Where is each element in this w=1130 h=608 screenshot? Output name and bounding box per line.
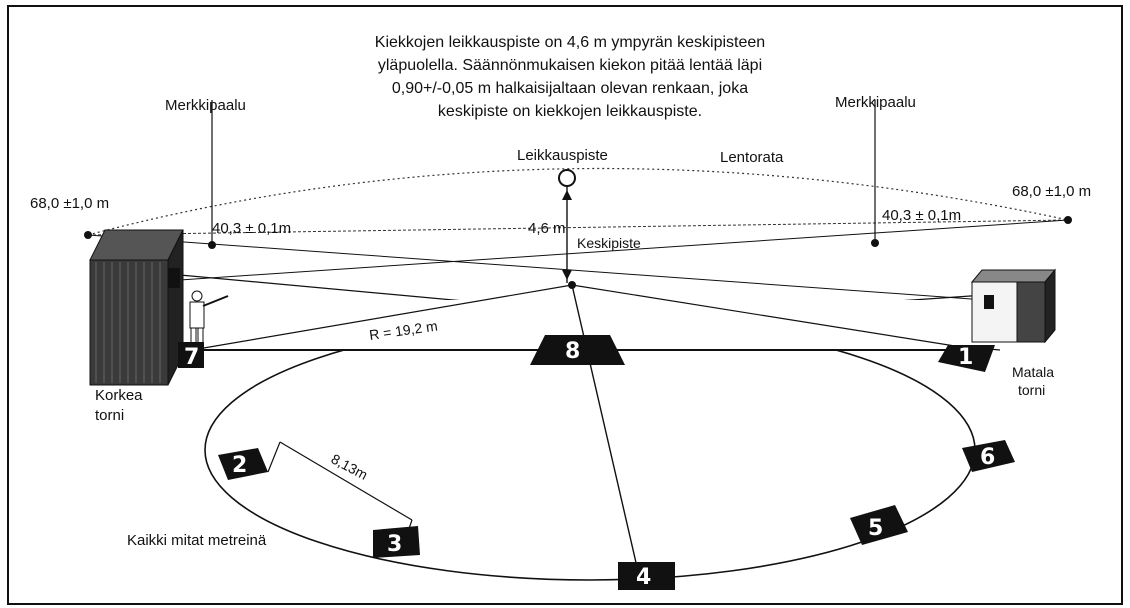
station-3-label: 3 [387,532,402,557]
station-2-label: 2 [232,453,247,478]
station-5-label: 5 [868,516,883,541]
station-pad-4: 4 [618,562,675,590]
distance-endpoint-right [1064,216,1072,224]
marker-post-right [871,239,879,247]
flight-line-right [87,234,986,301]
chord-2-3 [267,441,413,541]
label-high-tower-2: torni [95,407,124,424]
station-6-label: 6 [980,445,995,470]
distance-endpoint-left [84,231,92,239]
height-arrow-top [562,190,572,200]
label-flight-path: Lentorata [720,149,784,166]
station-8-label: 8 [565,339,580,364]
flight-line-left [179,219,1069,281]
flight-path-arc [87,167,1069,236]
label-stake-right: 40,3 ± 0,1m [882,207,961,224]
high-tower [89,229,184,386]
crossing-point-ring [558,169,576,187]
description-line-3: 0,90+/-0,05 m halkaisijaltaan olevan ren… [392,80,748,97]
distance-baseline [87,219,1069,236]
label-crossing-point: Leikkauspiste [517,147,608,164]
station-7-label: 7 [184,345,199,370]
label-distance-left: 68,0 ±1,0 m [30,195,109,212]
label-height: 4,6 m [528,220,566,237]
station-pad-7: 7 [178,342,204,370]
label-chord: 8,13m [329,451,371,483]
radius-line-left [191,284,573,351]
description-line-4: keskipiste on kiekkojen leikkauspiste. [438,103,702,120]
label-marker-post-left: Merkkipaalu [165,97,246,114]
center-line-to-4 [571,284,641,581]
station-pad-5: 5 [850,505,908,545]
label-center-point: Keskipiste [577,235,641,251]
label-distance-right: 68,0 ±1,0 m [1012,183,1091,200]
radius-line-right [571,284,981,351]
description-line-2: yläpuolella. Säännönmukaisen kiekon pitä… [378,57,762,74]
station-pad-2: 2 [218,448,268,480]
description-line-1: Kiekkojen leikkauspiste on 4,6 m ympyrän… [375,34,765,51]
frame-border [7,5,1123,605]
station-pad-3: 3 [373,526,420,558]
label-high-tower-1: Korkea [95,387,143,404]
label-marker-post-right: Merkkipaalu [835,94,916,111]
station-1-label: 1 [958,345,973,370]
label-low-tower-2: torni [1018,382,1045,398]
label-low-tower-1: Matala [1012,364,1054,380]
low-tower [970,268,1057,344]
height-arrow-bottom [562,270,572,280]
label-stake-left: 40,3 ± 0,1m [212,220,291,237]
station-pad-6: 6 [962,440,1015,472]
center-point-dot [568,281,576,289]
station-4-label: 4 [636,565,651,590]
label-units-note: Kaikki mitat metreinä [127,532,267,549]
marker-post-left [208,241,216,249]
station-pad-1: 1 [938,345,995,372]
station-pad-8: 8 [530,335,625,365]
